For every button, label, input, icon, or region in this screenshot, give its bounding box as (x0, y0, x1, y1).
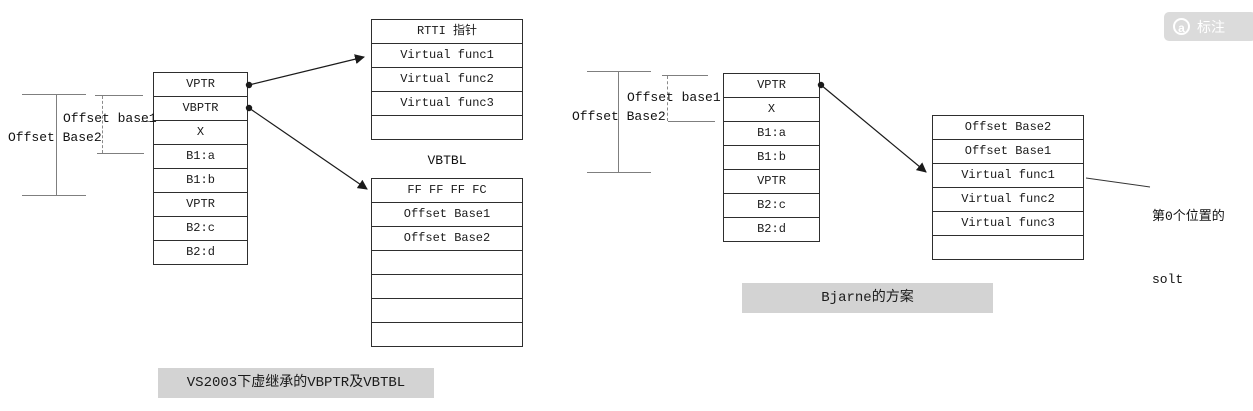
vbtbl-cell (371, 275, 523, 299)
vtable-cell: Offset Base2 (932, 116, 1084, 140)
memory-cell: B2:c (153, 217, 248, 241)
left-outer-bracket-top-tick (22, 94, 86, 95)
vbtbl-title: VBTBL (427, 153, 467, 168)
vbtbl-cell: Offset Base1 (371, 203, 523, 227)
right-object-layout-table: VPTR X B1:a B1:b VPTR B2:c B2:d (723, 73, 820, 242)
vbtbl-cell (371, 323, 523, 347)
memory-cell: VPTR (153, 73, 248, 97)
vtable-cell: Virtual func3 (371, 92, 523, 116)
vtable-cell: Virtual func1 (371, 44, 523, 68)
right-diagram-caption: Bjarne的方案 (742, 283, 993, 313)
left-offset-base2-label: Offset Base2 (8, 130, 102, 145)
vtable-cell (932, 236, 1084, 260)
left-diagram-caption: VS2003下虚继承的VBPTR及VBTBL (158, 368, 434, 398)
memory-cell: B2:c (723, 194, 820, 218)
vtable-cell: Virtual func1 (932, 164, 1084, 188)
left-rtti-vftable: RTTI 指针 Virtual func1 Virtual func2 Virt… (371, 19, 523, 140)
left-base1-connector-line (141, 121, 153, 122)
vtable-cell: Offset Base1 (932, 140, 1084, 164)
memory-cell: VPTR (723, 170, 820, 194)
watermark-label: 标注 (1197, 18, 1225, 35)
slot0-annotation-line1: 第0个位置的 (1152, 209, 1225, 224)
memory-cell: VPTR (723, 74, 820, 98)
memory-cell: X (723, 98, 820, 122)
vtable-cell: Virtual func2 (371, 68, 523, 92)
vtable-cell (371, 116, 523, 140)
vbtbl-cell (371, 251, 523, 275)
arrow-vptr-to-rtti-table (248, 54, 365, 86)
right-inner-bracket-bottom-tick (668, 121, 715, 122)
memory-cell: B2:d (723, 218, 820, 242)
vtable-cell: RTTI 指针 (371, 20, 523, 44)
left-outer-bracket-bottom-tick (22, 195, 86, 196)
memory-cell: VPTR (153, 193, 248, 217)
right-offset-base1-label: Offset base1 (627, 90, 721, 105)
left-object-layout-table: VPTR VBPTR X B1:a B1:b VPTR B2:c B2:d (153, 72, 248, 265)
left-inner-bracket-top-tick (95, 95, 143, 96)
memory-cell: B2:d (153, 241, 248, 265)
left-outer-bracket-vertical (56, 94, 57, 195)
memory-cell: B1:a (723, 122, 820, 146)
annotation-watermark-badge: a 标注 (1164, 12, 1253, 41)
right-offset-base2-label: Offset Base2 (572, 109, 666, 124)
right-outer-bracket-bottom-tick (587, 172, 651, 173)
vbtbl-cell: FF FF FF FC (371, 179, 523, 203)
right-inner-bracket-top-tick (662, 75, 708, 76)
memory-cell: B1:b (153, 169, 248, 193)
left-vbtbl-table: FF FF FF FC Offset Base1 Offset Base2 (371, 178, 523, 347)
left-inner-bracket-vertical (102, 96, 103, 153)
right-outer-bracket-top-tick (587, 71, 651, 72)
vbtbl-cell: Offset Base2 (371, 227, 523, 251)
circled-a-icon: a (1173, 18, 1190, 35)
right-vtable: Offset Base2 Offset Base1 Virtual func1 … (932, 115, 1084, 260)
vtable-cell: Virtual func3 (932, 212, 1084, 236)
vtable-cell: Virtual func2 (932, 188, 1084, 212)
right-outer-bracket-vertical (618, 71, 619, 172)
arrow-vbptr-to-vbtbl (248, 107, 368, 190)
left-offset-base1-label: Offset base1 (63, 111, 157, 126)
right-inner-bracket-vertical (667, 76, 668, 121)
slot0-annotation: 第0个位置的 solt (1152, 164, 1225, 332)
slot0-annotation-line2: solt (1152, 272, 1184, 287)
vbtbl-cell (371, 299, 523, 323)
arrow-vptr-to-right-vtable (820, 84, 927, 173)
leader-line-slot0-annotation (1085, 177, 1151, 188)
memory-cell: VBPTR (153, 97, 248, 121)
memory-cell: B1:b (723, 146, 820, 170)
memory-cell: X (153, 121, 248, 145)
memory-cell: B1:a (153, 145, 248, 169)
left-inner-bracket-bottom-tick (97, 153, 144, 154)
